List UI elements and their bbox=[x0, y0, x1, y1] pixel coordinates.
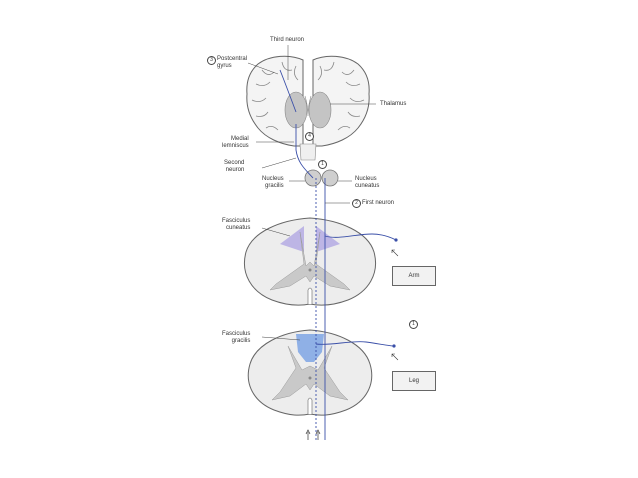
lumbar-gracilis bbox=[296, 334, 324, 362]
leg-afferent bbox=[315, 341, 395, 347]
marker-2: 2 bbox=[352, 199, 361, 208]
brain-coronal-section bbox=[246, 55, 370, 161]
second-neuron bbox=[295, 124, 314, 179]
cervical-cuneatus bbox=[280, 226, 304, 252]
bottom-arrow-left bbox=[305, 429, 311, 440]
label-second-neuron: Second neuron bbox=[224, 160, 245, 173]
label-first-neuron: First neuron bbox=[362, 200, 395, 206]
label-nucleus-gracilis: Nucleus gracilis bbox=[262, 176, 284, 189]
right-gyri bbox=[317, 61, 365, 131]
cervical-ventral-fissure bbox=[307, 287, 313, 304]
arm-arrow bbox=[391, 249, 399, 257]
lumbar-central-canal bbox=[308, 376, 312, 380]
label-third-neuron: Third neuron bbox=[270, 37, 305, 43]
pathway-lines bbox=[279, 69, 397, 440]
label-medial-lemniscus: Medial lemniscus bbox=[222, 136, 249, 149]
label-thalamus: Thalamus bbox=[380, 101, 407, 107]
arm-afferent bbox=[324, 233, 397, 241]
label-fasciculus-gracilis: Fasciculus gracilis bbox=[222, 331, 251, 344]
leg-arrow bbox=[391, 353, 399, 361]
leader-postcentral bbox=[247, 62, 279, 75]
leader-lines bbox=[247, 45, 376, 341]
nucleus-cuneatus-circle bbox=[321, 169, 339, 187]
lumbar-grey-matter bbox=[271, 345, 349, 401]
label-fasciculus-cuneatus: Fasciculus cuneatus bbox=[222, 218, 251, 231]
lumbar-ventral-fissure bbox=[307, 397, 313, 414]
bottom-arrow-right bbox=[315, 429, 321, 440]
label-postcentral-gyrus: Postcentral gyrus bbox=[217, 56, 248, 69]
lumbar-cord bbox=[247, 329, 373, 416]
third-neuron bbox=[279, 69, 297, 113]
marker-5: 1 bbox=[409, 320, 418, 329]
marker-3: 3 bbox=[207, 56, 216, 65]
right-thalamus bbox=[308, 91, 332, 129]
cervical-grey-matter bbox=[269, 231, 351, 291]
leader-second-neuron bbox=[261, 157, 297, 169]
marker-1: 1 bbox=[318, 160, 327, 169]
arm-receptor bbox=[394, 238, 398, 242]
ventricles bbox=[304, 95, 312, 117]
cervical-cuneatus-right bbox=[316, 226, 340, 252]
left-thalamus bbox=[284, 91, 308, 129]
leader-fasciculus-gracilis bbox=[261, 336, 301, 341]
brainstem bbox=[299, 143, 317, 161]
cervical-central-canal bbox=[308, 268, 312, 272]
label-nucleus-cuneatus: Nucleus cuneatus bbox=[355, 176, 380, 189]
marker-4: 4 bbox=[305, 132, 314, 141]
leader-fasciculus-cuneatus bbox=[261, 227, 291, 237]
arm-box: Arm bbox=[392, 266, 436, 286]
leg-box: Leg bbox=[392, 371, 436, 391]
cervical-cord bbox=[244, 217, 376, 306]
leg-receptor bbox=[392, 344, 396, 348]
medulla bbox=[304, 169, 339, 187]
left-gyri bbox=[251, 61, 299, 131]
